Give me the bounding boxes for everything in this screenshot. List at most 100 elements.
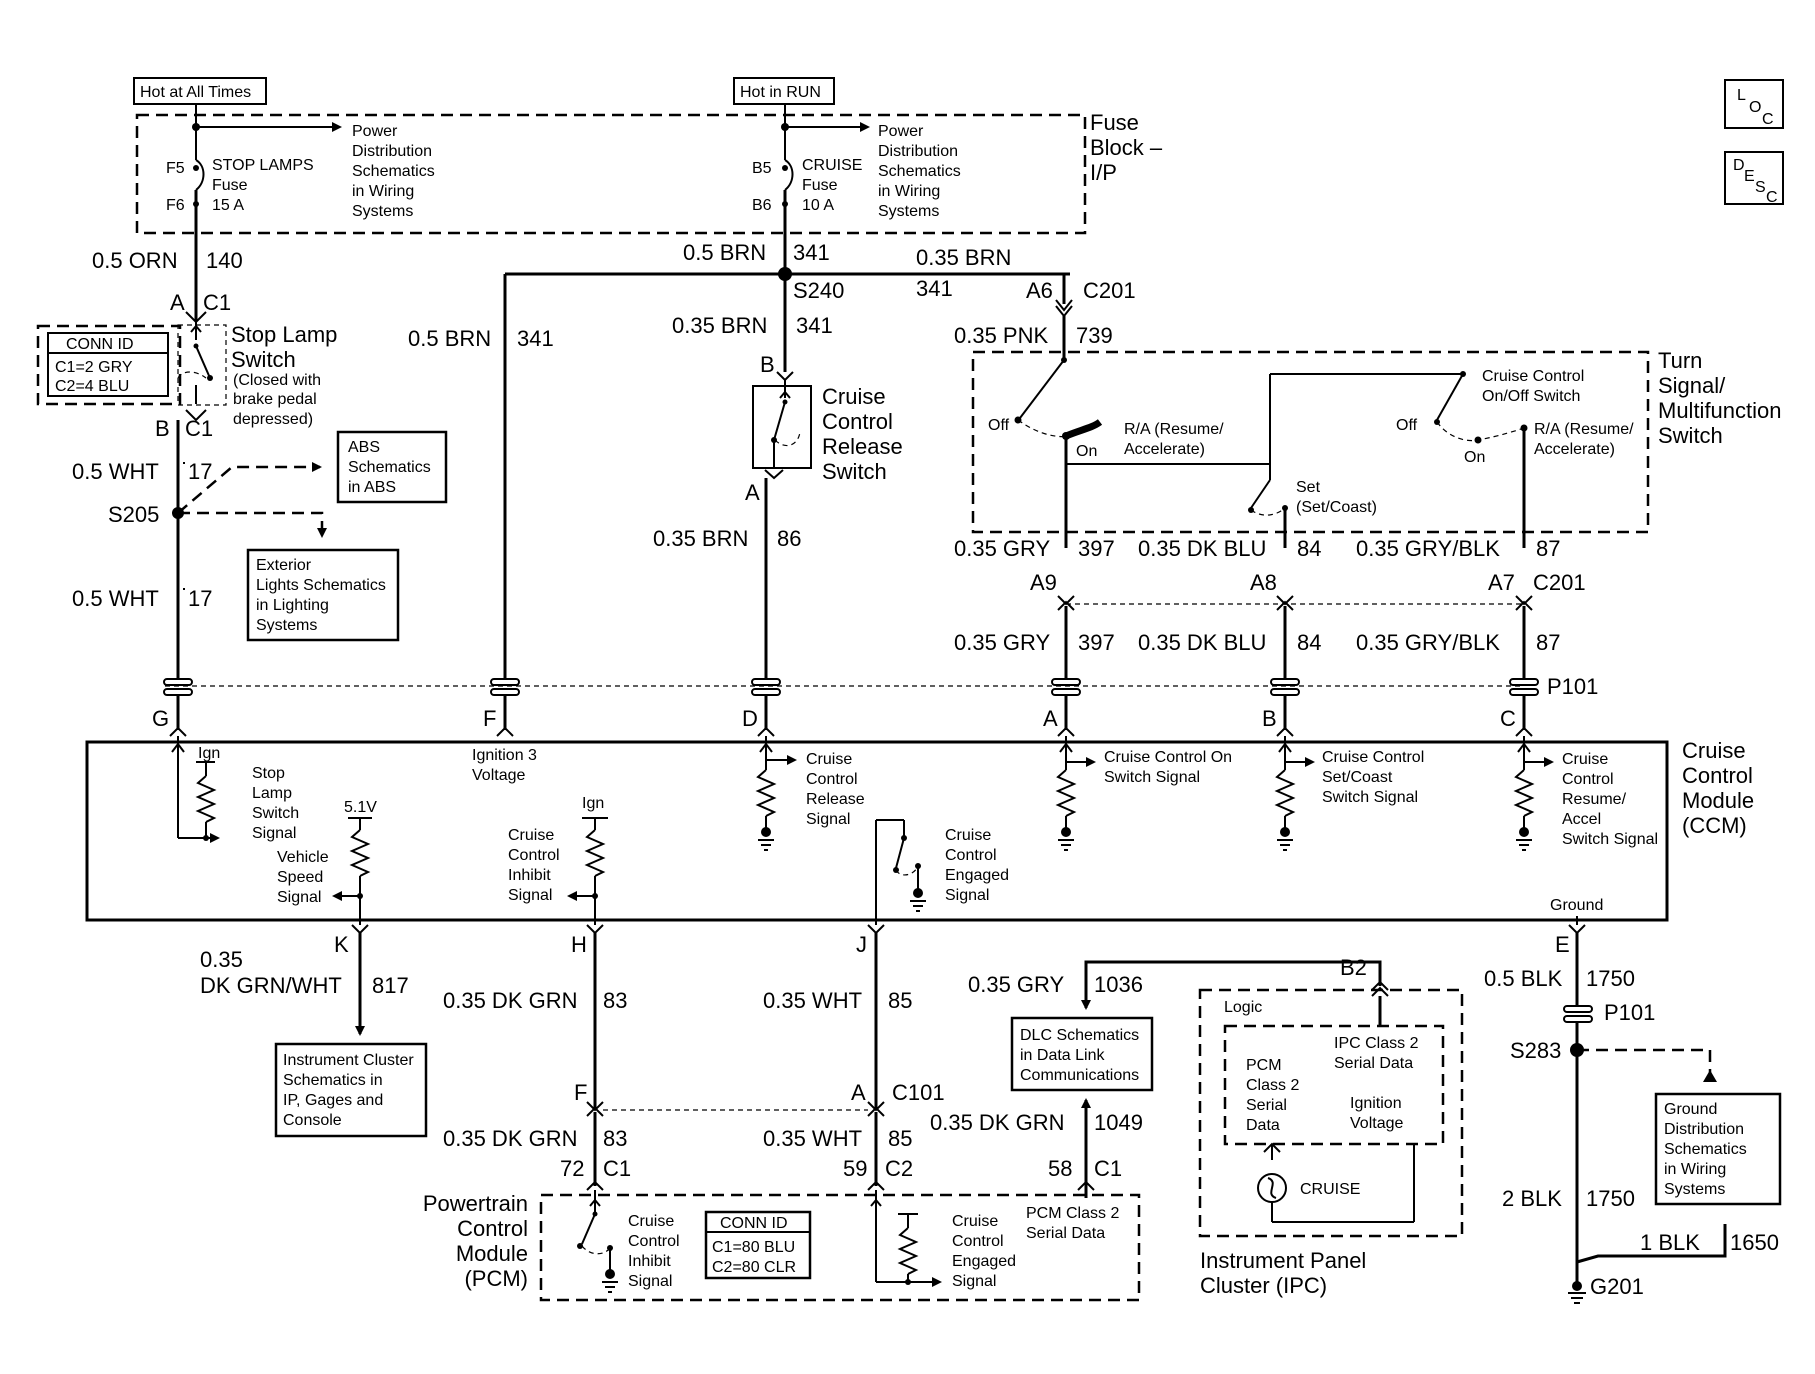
svg-text:A: A	[1043, 706, 1058, 731]
ts-wire-84-lower: 0.35 DK BLU 84	[1138, 630, 1321, 655]
svg-text:Fuse: Fuse	[1090, 110, 1139, 135]
instrument-cluster-note: Instrument Cluster Schematics in IP, Gag…	[274, 1042, 428, 1138]
svg-text:0.35 DK GRN: 0.35 DK GRN	[930, 1110, 1065, 1135]
svg-text:Cruise Control: Cruise Control	[1322, 749, 1424, 766]
svg-text:B6: B6	[752, 197, 772, 214]
wire-label-brn-341-right: 0.35 BRN 341	[916, 245, 1011, 301]
instrument-panel-cluster: Logic PCM Class 2 Serial Data IPC Class …	[1198, 988, 1464, 1298]
connector-c1-b: C1	[185, 416, 213, 441]
hot-in-run-label: Hot in RUN	[733, 77, 835, 105]
pcm-pin-59: 59	[843, 1156, 867, 1181]
svg-text:Cruise: Cruise	[945, 827, 991, 844]
svg-text:CRUISE: CRUISE	[802, 157, 862, 174]
cruise-control-release-switch: Cruise Control Release Switch	[752, 380, 903, 484]
svg-text:1 BLK: 1 BLK	[1640, 1230, 1700, 1255]
svg-text:85: 85	[888, 988, 912, 1013]
svg-text:0.35 DK GRN: 0.35 DK GRN	[443, 1126, 578, 1151]
svg-text:A8: A8	[1250, 570, 1277, 595]
svg-text:817: 817	[372, 973, 409, 998]
svg-text:83: 83	[603, 1126, 627, 1151]
svg-text:(CCM): (CCM)	[1682, 813, 1747, 838]
svg-text:Control: Control	[822, 409, 893, 434]
svg-text:0.35: 0.35	[200, 947, 243, 972]
svg-text:Control: Control	[628, 1233, 680, 1250]
wire-label-1036: 0.35 GRY 1036	[968, 972, 1143, 997]
svg-text:STOP LAMPS: STOP LAMPS	[212, 157, 314, 174]
c101-pin-f: F	[574, 1080, 587, 1105]
svg-text:Switch Signal: Switch Signal	[1104, 769, 1200, 786]
wire-label-wht-17: 0.5 WHT 17	[72, 459, 212, 484]
svg-text:A7: A7	[1488, 570, 1515, 595]
svg-text:Switch Signal: Switch Signal	[1322, 789, 1418, 806]
svg-text:0.35 GRY: 0.35 GRY	[954, 536, 1051, 561]
svg-text:0.35 BRN: 0.35 BRN	[916, 245, 1011, 270]
svg-text:A9: A9	[1030, 570, 1057, 595]
svg-text:Stop: Stop	[252, 765, 285, 782]
splice-s283-label: S283	[1510, 1038, 1561, 1063]
ground-g201: G201	[1568, 1274, 1644, 1304]
svg-text:On/Off Switch: On/Off Switch	[1482, 388, 1580, 405]
svg-text:5.1V: 5.1V	[344, 799, 377, 816]
wire-label-brn-341-top: 0.5 BRN 341	[683, 240, 830, 265]
svg-text:Cruise: Cruise	[952, 1213, 998, 1230]
svg-text:Release: Release	[822, 434, 903, 459]
svg-text:Power: Power	[352, 123, 398, 140]
svg-text:Fuse: Fuse	[802, 177, 838, 194]
ts-wire-397-upper: 0.35 GRY 397 A9	[954, 536, 1115, 595]
pcm-pin-58: 58	[1048, 1156, 1072, 1181]
svg-text:Control: Control	[1562, 771, 1614, 788]
svg-text:Inhibit: Inhibit	[508, 867, 551, 884]
svg-text:Signal: Signal	[277, 889, 321, 906]
svg-text:D: D	[742, 706, 758, 731]
svg-text:E: E	[1555, 932, 1570, 957]
pcm-connector-c1: C1	[603, 1156, 631, 1181]
wire-label-85-lower: 0.35 WHT 85	[763, 1126, 912, 1151]
svg-text:341: 341	[517, 326, 554, 351]
svg-text:Schematics: Schematics	[1664, 1141, 1747, 1158]
svg-text:depressed): depressed)	[233, 411, 313, 428]
splice-s240-label: S240	[793, 278, 844, 303]
svg-text:DK GRN/WHT: DK GRN/WHT	[200, 973, 342, 998]
ts-wire-84-upper: 0.35 DK BLU 84 A8	[1138, 536, 1321, 595]
svg-text:CONN ID: CONN ID	[720, 1215, 788, 1232]
svg-text:0.35 WHT: 0.35 WHT	[763, 1126, 862, 1151]
svg-text:10 A: 10 A	[802, 197, 834, 214]
svg-text:Signal: Signal	[945, 887, 989, 904]
svg-text:F6: F6	[166, 197, 185, 214]
powertrain-control-module: Powertrain Control Module (PCM) Cruise C…	[423, 1190, 1141, 1302]
power-distribution-note-2: Power Distribution Schematics in Wiring …	[878, 123, 961, 220]
wire-label-1049: 0.35 DK GRN 1049	[930, 1110, 1143, 1135]
wire-label-brn-341-down: 0.35 BRN 341	[672, 313, 833, 338]
wire-label-pnk-739: 0.35 PNK 739	[954, 323, 1113, 348]
abs-schematics-note: ABS Schematics in ABS	[336, 430, 448, 504]
wire-label-83-lower: 0.35 DK GRN 83	[443, 1126, 627, 1151]
svg-text:Control: Control	[952, 1233, 1004, 1250]
svg-text:Cluster (IPC): Cluster (IPC)	[1200, 1273, 1327, 1298]
svg-text:C1=2 GRY: C1=2 GRY	[55, 359, 133, 376]
svg-text:Vehicle: Vehicle	[277, 849, 329, 866]
svg-text:Data: Data	[1246, 1117, 1280, 1134]
svg-text:0.35 GRY: 0.35 GRY	[968, 972, 1065, 997]
c101-connector	[586, 1101, 885, 1117]
svg-text:Module: Module	[456, 1241, 528, 1266]
svg-text:Release: Release	[806, 791, 865, 808]
ts-wire-397-lower: 0.35 GRY 397	[954, 630, 1115, 655]
svg-text:Console: Console	[283, 1112, 342, 1129]
svg-text:Multifunction: Multifunction	[1658, 398, 1782, 423]
wire-label-83: 0.35 DK GRN 83	[443, 988, 627, 1013]
svg-text:84: 84	[1297, 536, 1321, 561]
pin-b: B	[155, 416, 170, 441]
ccm-bottom-pins: K H J E	[334, 924, 1586, 957]
svg-text:Off: Off	[988, 417, 1010, 434]
svg-text:Lights Schematics: Lights Schematics	[256, 577, 386, 594]
svg-text:P101: P101	[1604, 1000, 1655, 1025]
loc-icon[interactable]: L O C	[1724, 79, 1784, 129]
svg-text:0.35 DK GRN: 0.35 DK GRN	[443, 988, 578, 1013]
ccm-vehicle-speed-output: 5.1V Vehicle Speed Signal	[277, 799, 377, 925]
svg-text:Control: Control	[1682, 763, 1753, 788]
svg-text:CONN ID: CONN ID	[66, 336, 134, 353]
svg-text:H: H	[571, 932, 587, 957]
desc-icon[interactable]: D E S C	[1724, 151, 1784, 206]
svg-text:Switch: Switch	[252, 805, 299, 822]
svg-text:DLC Schematics: DLC Schematics	[1020, 1027, 1139, 1044]
